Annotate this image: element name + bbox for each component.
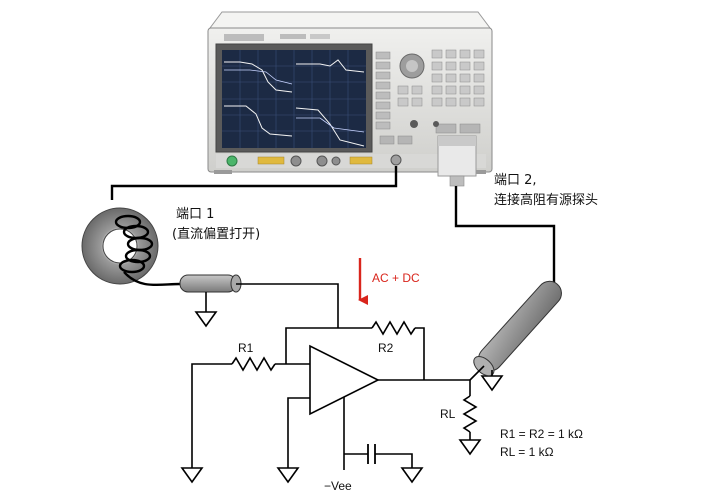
r2-label: R2 [378,341,394,355]
r1-label: R1 [238,341,254,355]
resistor-rl [462,395,478,433]
probe-interface-box [437,135,477,187]
vee-label: −Vee [324,479,352,493]
port2-label: 端口 2, [494,173,537,188]
rl-label: RL [440,407,456,421]
port1-connector [390,154,402,166]
port2-cable [454,186,556,292]
ground-symbol-coax [194,311,218,328]
injection-toroid [81,207,181,287]
resistor-r2 [371,320,416,336]
ground-symbol-rl [458,439,482,456]
brand-logo [224,34,264,41]
port1-cable [110,166,398,200]
opamp-circuit [191,320,478,470]
ground-symbol-probe [480,375,504,392]
ac-dc-label: AC + DC [372,271,420,285]
resistor-r1 [231,356,276,372]
values-line1: R1 = R2 = 1 kΩ [500,427,583,441]
port2-sublabel: 连接高阻有源探头 [494,192,598,208]
ground-symbol-r1 [180,467,204,484]
ground-symbol-cap [400,467,424,484]
ground-symbol-noninv [276,467,300,484]
power-button [226,155,238,167]
network-analyzer [207,11,493,174]
port1-coax-connector [179,274,339,328]
port1-label: 端口 1 [176,207,214,222]
active-probe [469,280,562,381]
port1-sublabel: (直流偏置打开) [172,227,260,242]
values-line2: RL = 1 kΩ [500,445,554,459]
keypad [397,49,485,107]
